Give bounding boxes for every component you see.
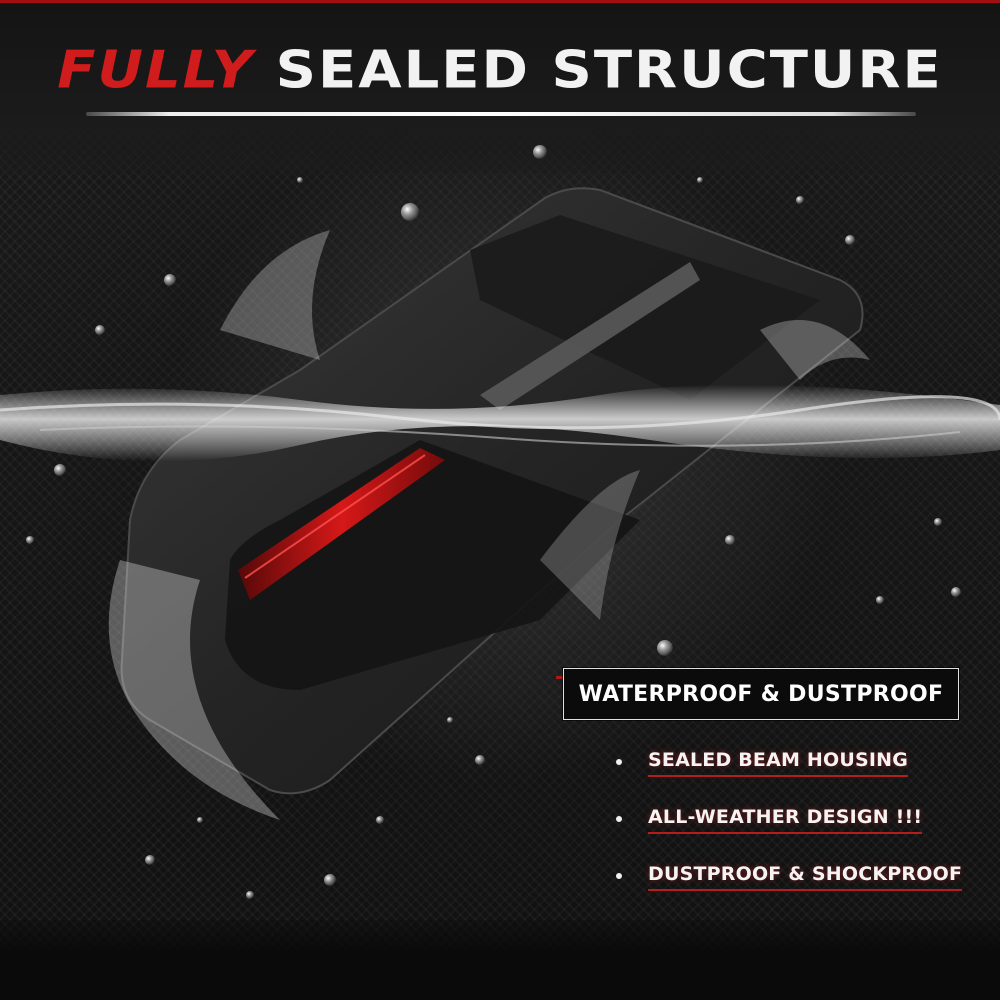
- list-item: SEALED BEAM HOUSING: [612, 745, 992, 802]
- water-droplets: [26, 145, 961, 899]
- feature-label: DUSTPROOF & SHOCKPROOF: [648, 863, 963, 891]
- feature-label: ALL-WEATHER DESIGN !!!: [648, 806, 923, 834]
- feature-label: SEALED BEAM HOUSING: [648, 749, 909, 777]
- bullet-icon: [616, 816, 622, 822]
- list-item: DUSTPROOF & SHOCKPROOF: [612, 859, 992, 916]
- feature-badge: WATERPROOF & DUSTPROOF: [563, 668, 959, 720]
- page-title: FULLY SEALED STRUCTURE: [0, 41, 1000, 101]
- bullet-icon: [616, 873, 622, 879]
- title-underline: [86, 112, 916, 116]
- title-highlight: FULLY: [57, 40, 255, 101]
- feature-list: SEALED BEAM HOUSING ALL-WEATHER DESIGN !…: [612, 745, 992, 916]
- brake-light-housing: [120, 187, 864, 795]
- bullet-icon: [616, 759, 622, 765]
- header-band: [0, 0, 1000, 173]
- title-rest: SEALED STRUCTURE: [275, 40, 943, 101]
- list-item: ALL-WEATHER DESIGN !!!: [612, 802, 992, 859]
- footer-band: [0, 920, 1000, 1000]
- water-splash: [0, 230, 1000, 820]
- badge-label: WATERPROOF & DUSTPROOF: [578, 682, 944, 707]
